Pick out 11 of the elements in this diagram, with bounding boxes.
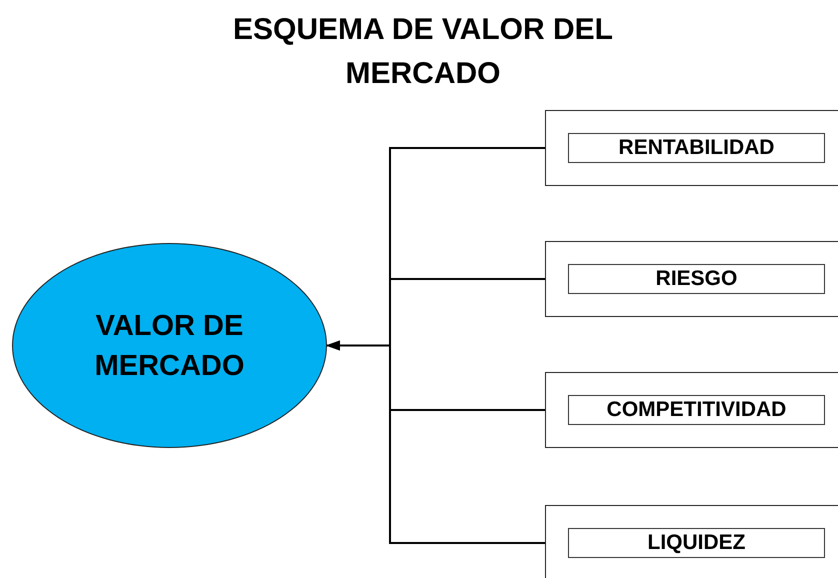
node-text: VALOR DE MERCADO <box>94 308 246 384</box>
factor-label-box: RIESGO <box>568 264 825 294</box>
factor-box <box>545 505 838 578</box>
factor-box <box>545 372 838 448</box>
diagram-title: ESQUEMA DE VALOR DEL MERCADO <box>232 12 614 92</box>
factor-label-box: COMPETITIVIDAD <box>568 395 825 425</box>
factor-box <box>545 110 838 186</box>
connector-arrow <box>326 340 545 544</box>
factor-box <box>545 241 838 317</box>
factor-label-box: LIQUIDEZ <box>568 528 825 558</box>
factor-label-box: RENTABILIDAD <box>568 133 825 163</box>
